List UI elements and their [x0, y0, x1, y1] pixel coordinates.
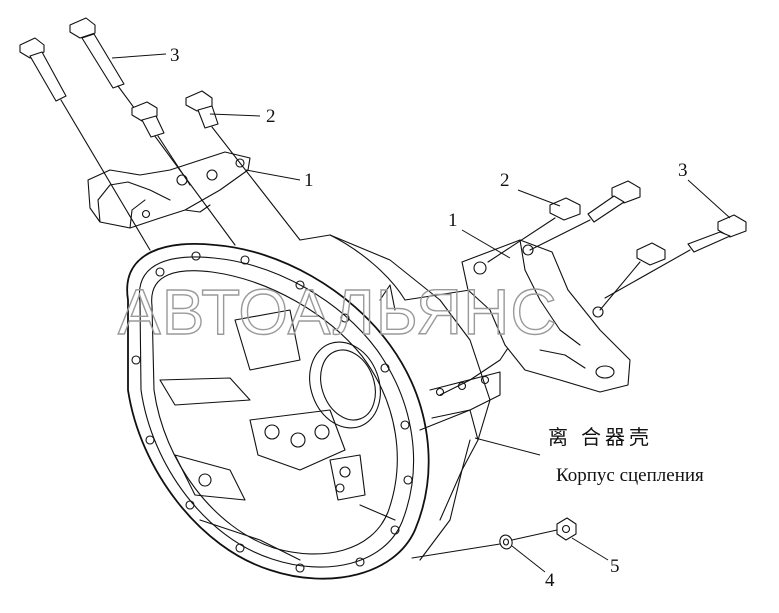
right-short-bolt-lower — [599, 242, 666, 311]
callout-1-left: 1 — [304, 170, 314, 191]
right-mounting-bracket — [461, 239, 631, 393]
callout-2-left: 2 — [266, 106, 276, 127]
housing-label-russian: Корпус сцепления — [556, 465, 704, 486]
callout-1-right: 1 — [448, 210, 458, 231]
clutch-housing — [126, 234, 521, 580]
nut — [556, 517, 577, 541]
callout-5: 5 — [610, 556, 620, 577]
callout-4: 4 — [545, 570, 555, 591]
right-long-bolt-upper — [529, 180, 641, 251]
housing-label-chinese: 离 合器壳 — [548, 426, 653, 449]
left-mounting-bracket — [87, 151, 251, 229]
left-short-bolt-inner — [131, 101, 191, 186]
watermark: АВТОАЛЬЯНС — [118, 276, 558, 348]
flange-bolt-holes — [131, 251, 413, 573]
leader-lines — [111, 53, 731, 573]
washer — [499, 534, 513, 550]
right-long-bolt-lower — [604, 214, 747, 299]
callout-3-left: 3 — [170, 45, 180, 66]
callout-2-right: 2 — [500, 170, 510, 191]
left-short-bolt-outer — [185, 90, 301, 241]
callout-3-right: 3 — [678, 160, 688, 181]
left-long-bolt-outer — [19, 37, 151, 251]
right-short-bolt-upper — [487, 197, 581, 263]
